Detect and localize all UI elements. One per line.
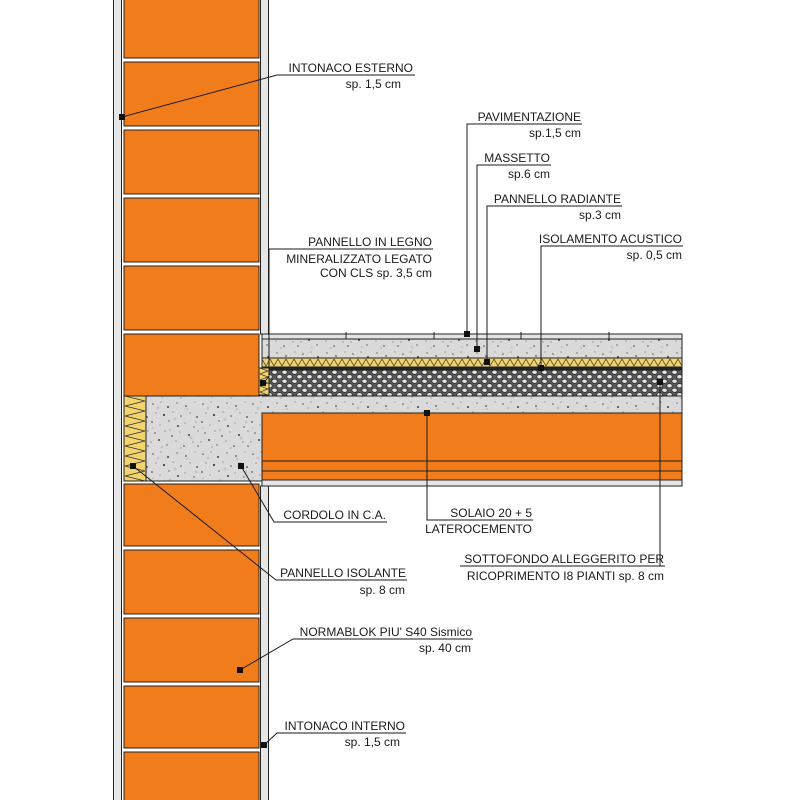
annotation-intonaco-interno: INTONACO INTERNO sp. 1,5 cm bbox=[261, 719, 406, 749]
label-title: MASSETTO bbox=[484, 151, 550, 165]
brick bbox=[123, 751, 260, 800]
annotation-pannello-legno: PANNELLO IN LEGNO MINERALIZZATO LEGATO C… bbox=[260, 235, 433, 386]
leader-dot bbox=[424, 410, 430, 416]
leader-dot bbox=[538, 365, 544, 371]
brick bbox=[123, 197, 260, 263]
label-line-3: CON CLS sp. 3,5 cm bbox=[320, 266, 432, 280]
label-line-1: SOLAIO 20 + 5 bbox=[450, 506, 532, 520]
leader-dot bbox=[119, 114, 125, 120]
brick bbox=[123, 265, 260, 331]
internal-plaster-lower bbox=[260, 485, 269, 800]
external-plaster bbox=[113, 0, 122, 800]
leader-dot bbox=[464, 331, 470, 337]
brick bbox=[123, 617, 260, 683]
label-spec: sp. 0,5 cm bbox=[627, 248, 682, 262]
annotation-intonaco-esterno: INTONACO ESTERNO sp. 1,5 cm bbox=[119, 61, 415, 120]
leader-line bbox=[240, 465, 387, 523]
slab-topping-layer bbox=[260, 396, 682, 413]
floor-finish-layer bbox=[261, 333, 683, 340]
radiant-panel-layer bbox=[261, 357, 683, 368]
leader-line bbox=[486, 205, 622, 362]
annotation-solaio: SOLAIO 20 + 5 LATEROCEMENTO bbox=[424, 410, 533, 536]
leader-dot bbox=[261, 742, 267, 748]
leader-dot bbox=[238, 463, 244, 469]
label-line-2: MINERALIZZATO LEGATO bbox=[286, 252, 432, 266]
annotation-isolamento-acustico: ISOLAMENTO ACUSTICO sp. 0,5 cm bbox=[538, 232, 683, 371]
label-spec: sp.3 cm bbox=[579, 208, 621, 222]
annotation-sottofondo: SOTTOFONDO ALLEGGERITO PER RICOPRIMENTO … bbox=[460, 379, 665, 583]
leader-dot bbox=[474, 346, 480, 352]
brick bbox=[123, 129, 260, 195]
leader-dot bbox=[657, 379, 663, 385]
label-spec: sp.6 cm bbox=[508, 167, 550, 181]
leader-line bbox=[476, 164, 551, 349]
brick bbox=[123, 483, 260, 547]
label-title: ISOLAMENTO ACUSTICO bbox=[539, 232, 682, 246]
leader-line bbox=[132, 465, 407, 581]
brick bbox=[123, 685, 260, 749]
label-line-1: PANNELLO IN LEGNO bbox=[308, 235, 432, 249]
leader-dot bbox=[484, 359, 490, 365]
leader-line bbox=[263, 732, 406, 746]
leader-line bbox=[263, 248, 433, 384]
label-line-2: RICOPRIMENTO I8 PIANTI sp. 8 cm bbox=[467, 569, 664, 583]
leader-line bbox=[426, 413, 533, 521]
brick-slab-layer bbox=[261, 412, 683, 481]
leader-line bbox=[121, 74, 415, 118]
leader-dot bbox=[260, 380, 266, 386]
annotation-normablok: NORMABLOK PIU' S40 Sismico sp. 40 cm bbox=[237, 625, 473, 673]
brick bbox=[123, 0, 260, 59]
acoustic-insulation-layer bbox=[262, 367, 682, 370]
label-title: PAVIMENTAZIONE bbox=[478, 110, 581, 124]
label-spec: sp. 40 cm bbox=[419, 641, 471, 655]
label-title: INTONACO ESTERNO bbox=[289, 61, 413, 75]
brick bbox=[123, 549, 260, 615]
leader-line bbox=[239, 638, 473, 671]
leader-line bbox=[540, 245, 683, 368]
masonry-wall bbox=[113, 0, 269, 800]
brick bbox=[123, 333, 260, 397]
ceiling-plaster bbox=[261, 479, 683, 487]
annotation-cordolo: CORDOLO IN C.A. bbox=[238, 463, 387, 523]
lightweight-fill-layer bbox=[261, 369, 683, 397]
leader-line bbox=[466, 123, 582, 334]
label-title: PANNELLO ISOLANTE bbox=[280, 566, 406, 580]
label-title: CORDOLO IN C.A. bbox=[283, 508, 386, 522]
label-spec: sp. 1,5 cm bbox=[345, 735, 400, 749]
annotation-massetto: MASSETTO sp.6 cm bbox=[474, 151, 551, 352]
label-spec: sp.1,5 cm bbox=[529, 126, 581, 140]
floor-package bbox=[258, 332, 683, 487]
label-spec: sp. 8 cm bbox=[360, 583, 405, 597]
ring-beam-concrete bbox=[145, 395, 263, 482]
label-title: INTONACO INTERNO bbox=[285, 719, 405, 733]
leader-dot bbox=[237, 667, 243, 673]
label-spec: sp. 1,5 cm bbox=[346, 77, 401, 91]
leader-dot bbox=[130, 463, 136, 469]
screed-layer bbox=[261, 338, 683, 359]
annotation-pannello-radiante: PANNELLO RADIANTE sp.3 cm bbox=[484, 192, 622, 365]
internal-plaster-upper bbox=[260, 0, 269, 335]
label-title: NORMABLOK PIU' S40 Sismico bbox=[300, 625, 473, 639]
label-line-2: LATEROCEMENTO bbox=[425, 522, 532, 536]
brick bbox=[123, 61, 260, 127]
label-title: PANNELLO RADIANTE bbox=[494, 192, 621, 206]
annotation-pannello-isolante: PANNELLO ISOLANTE sp. 8 cm bbox=[130, 463, 407, 597]
label-line-1: SOTTOFONDO ALLEGGERITO PER bbox=[464, 552, 664, 566]
annotation-pavimentazione: PAVIMENTAZIONE sp.1,5 cm bbox=[464, 110, 582, 337]
